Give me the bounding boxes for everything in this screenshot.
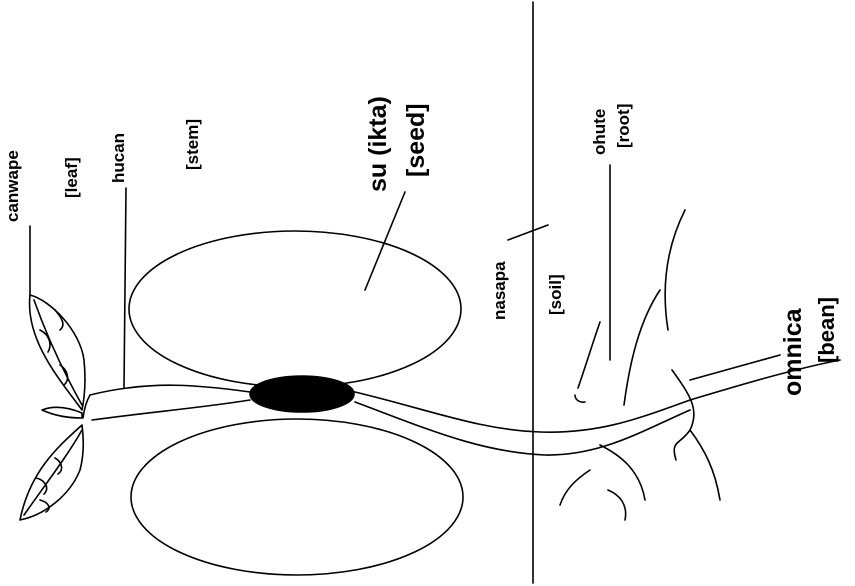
- embryo: [250, 376, 354, 412]
- root-english-label: [root]: [615, 104, 632, 148]
- root-branch-1: [665, 210, 685, 330]
- root-branch-3: [578, 322, 600, 388]
- seed-half-lower: [131, 419, 463, 575]
- stem-inner: [92, 400, 250, 420]
- leaf-lower: [20, 425, 83, 520]
- root-branch-6: [600, 445, 645, 500]
- soil-lakota-label: nasapa: [491, 261, 508, 320]
- root-branch-5: [690, 430, 720, 500]
- leaf-lower-vein: [24, 430, 82, 515]
- leaf-english-label: [leaf]: [63, 157, 80, 198]
- leader-seed: [365, 192, 405, 290]
- root-lakota-label: ohute: [591, 109, 608, 155]
- root-branch-8: [608, 490, 626, 520]
- leader-soil: [508, 225, 548, 240]
- root-main-2: [355, 402, 690, 455]
- stem-english-label: [stem]: [184, 119, 201, 170]
- bean-english-label: [bean]: [816, 297, 838, 363]
- bud: [42, 407, 82, 418]
- bean-lakota-label: omnica: [781, 308, 806, 396]
- root-branch-2: [624, 290, 660, 405]
- seed-lakota-label: su (ikta): [366, 96, 391, 192]
- seed-english-label: [seed]: [404, 103, 429, 177]
- soil-english-label: [soil]: [547, 274, 564, 315]
- stem: [83, 385, 250, 418]
- leader-bean: [690, 355, 780, 380]
- stem-lakota-label: hucan: [110, 133, 127, 183]
- root-branch-4: [672, 370, 694, 460]
- leaf-upper-vein: [34, 300, 82, 405]
- leader-stem: [124, 188, 126, 388]
- root-branch-7: [560, 470, 590, 505]
- leaf-lakota-label: canwape: [4, 150, 21, 222]
- root-main: [355, 360, 840, 432]
- seed-half-upper: [129, 231, 461, 387]
- root-branch-9: [575, 395, 585, 402]
